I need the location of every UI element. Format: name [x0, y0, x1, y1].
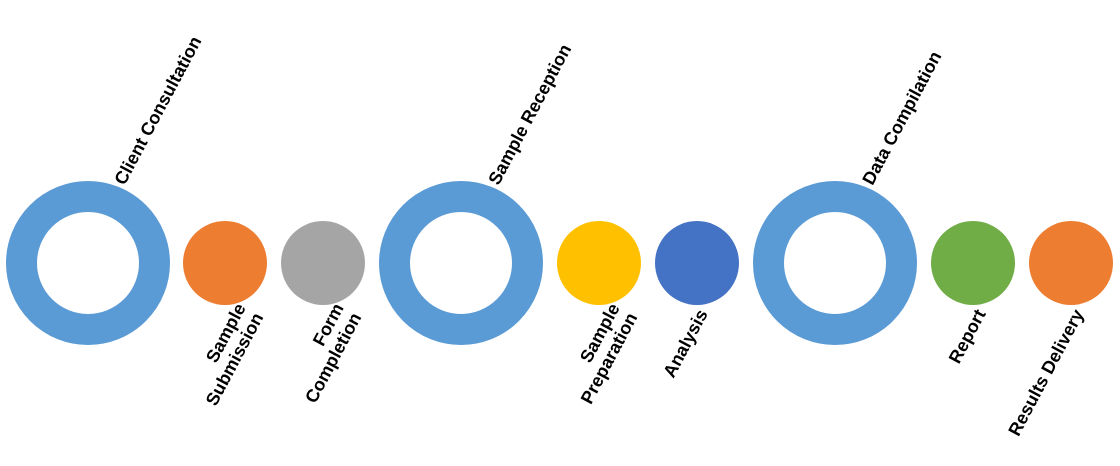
step-circle-report — [931, 221, 1015, 305]
stage-ring-data-compilation — [753, 181, 917, 345]
step-circle-form-completion — [281, 221, 365, 305]
stage-label-data-compilation: Data Compilation — [858, 47, 946, 188]
step-label-sample-submission: Sample Submission — [201, 300, 268, 409]
stage-ring-client-consultation — [6, 181, 170, 345]
stage-label-sample-reception: Sample Reception — [484, 40, 576, 188]
step-circle-results-delivery — [1029, 221, 1113, 305]
step-label-form-completion: Form Completion — [301, 300, 366, 407]
step-label-sample-preparation: Sample Preparation — [575, 300, 642, 408]
step-circle-analysis — [655, 221, 739, 305]
step-circle-sample-submission — [183, 221, 267, 305]
stage-label-client-consultation: Client Consultation — [110, 32, 206, 188]
step-label-analysis: Analysis — [659, 306, 712, 381]
step-circle-sample-preparation — [557, 221, 641, 305]
step-label-report: Report — [944, 306, 990, 367]
stage-ring-sample-reception — [379, 181, 543, 345]
step-label-results-delivery: Results Delivery — [1004, 306, 1088, 440]
